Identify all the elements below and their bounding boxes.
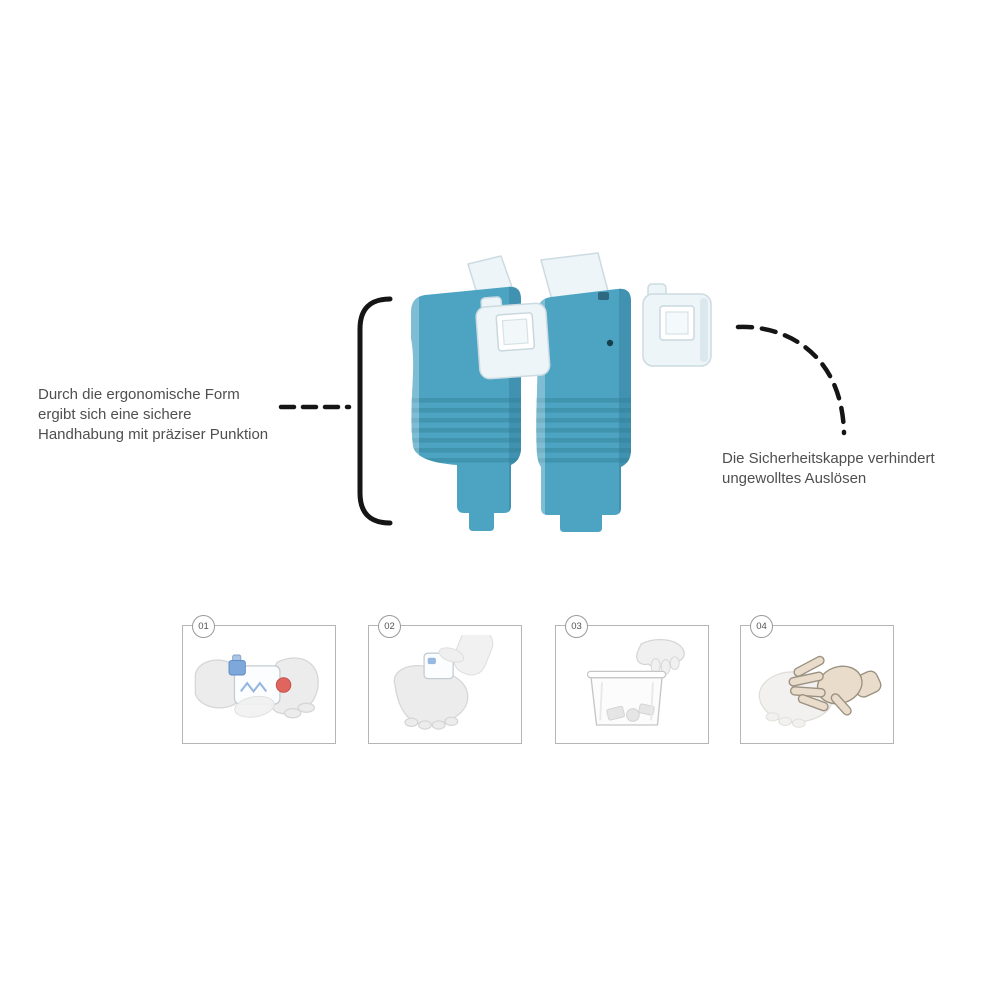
right-annotation-line-2: ungewolltes Auslösen (722, 470, 867, 487)
step-3-badge: 03 (565, 615, 588, 638)
device-right (536, 288, 631, 532)
indicator-dot (606, 339, 614, 347)
step-4-illustration-press-hand (758, 655, 882, 728)
step-panel-4: 04 (740, 615, 894, 744)
step-4-badge: 04 (750, 615, 773, 638)
red-knob (275, 676, 292, 693)
right-annotation: Die Sicherheitskappe verhindert ungewoll… (722, 449, 1000, 489)
step-2-illustration-apply-to-hand (393, 634, 494, 730)
step-panel-2: 02 (368, 615, 522, 744)
brace-bracket (357, 296, 393, 526)
step-1-illustration-prepare-device (194, 654, 319, 718)
safety-cap-detached (642, 283, 712, 367)
step-3-illustration-dispose-container (586, 638, 685, 726)
dashed-connector-right (735, 324, 847, 436)
step-panel-1: 01 (182, 615, 336, 744)
step-panel-3: 03 (555, 615, 709, 744)
left-annotation-line-3: Handhabung mit präziser Punktion (38, 426, 269, 443)
top-slot (598, 292, 609, 300)
left-annotation-line-2: ergibt sich eine sichere (38, 406, 192, 423)
left-annotation-line-1: Durch die ergonomische Form (38, 386, 240, 403)
safety-cap-attached (475, 296, 551, 380)
left-annotation: Durch die ergonomische Form ergibt sich … (38, 385, 328, 445)
beige-hand (788, 655, 882, 716)
step-1-badge: 01 (192, 615, 215, 638)
blue-cap-small (427, 657, 436, 664)
step-2-badge: 02 (378, 615, 401, 638)
right-annotation-line-1: Die Sicherheitskappe verhindert (722, 450, 935, 467)
lancet-device-illustration (411, 252, 712, 532)
dashed-connector-left (278, 404, 352, 410)
blue-cap (228, 659, 246, 675)
